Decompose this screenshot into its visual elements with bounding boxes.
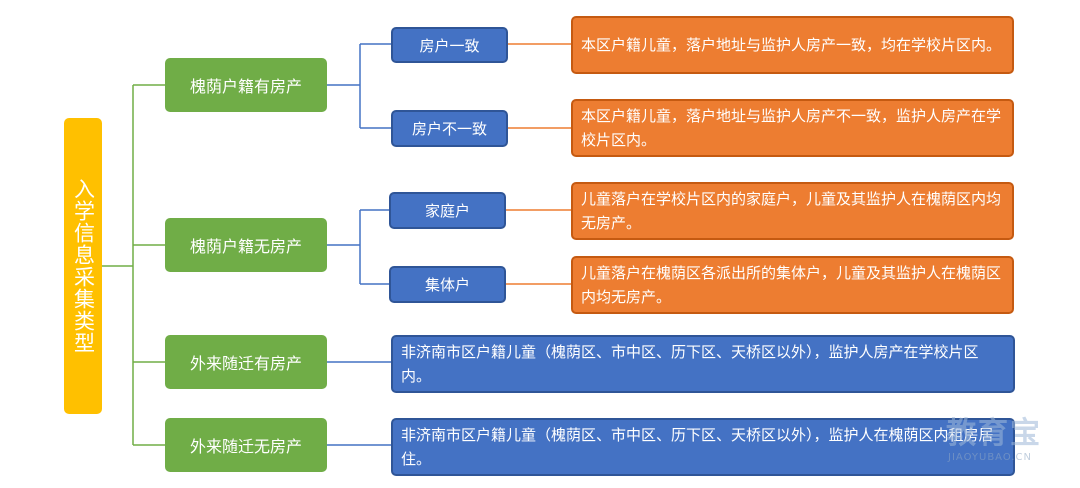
subtype-inconsistent: 房户不一致 — [391, 110, 508, 147]
category-migrant-with-property: 外来随迁有房产 — [165, 335, 327, 389]
subtype-consistent: 房户一致 — [391, 27, 508, 63]
category-huaiyin-with-property: 槐荫户籍有房产 — [165, 58, 327, 112]
desc-inconsistent: 本区户籍儿童，落户地址与监护人房产不一致，监护人房产在学校片区内。 — [571, 99, 1014, 157]
desc-family-household: 儿童落户在学校片区内的家庭户，儿童及其监护人在槐荫区内均无房产。 — [571, 182, 1014, 240]
subtype-collective-household: 集体户 — [389, 266, 506, 303]
desc-migrant-without-property: 非济南市区户籍儿童（槐荫区、市中区、历下区、天桥区以外），监护人在槐荫区内租房居… — [391, 418, 1015, 476]
category-migrant-without-property: 外来随迁无房产 — [165, 418, 327, 472]
desc-consistent: 本区户籍儿童，落户地址与监护人房产一致，均在学校片区内。 — [571, 16, 1014, 74]
watermark-title: 教育宝 — [946, 416, 1042, 451]
desc-migrant-with-property: 非济南市区户籍儿童（槐荫区、市中区、历下区、天桥区以外），监护人房产在学校片区内… — [391, 335, 1015, 393]
watermark-url: JIAOYUBAO.CN — [948, 452, 1032, 463]
watermark-logo: 教育宝 JIAOYUBAO.CN — [938, 408, 1060, 468]
category-huaiyin-without-property: 槐荫户籍无房产 — [165, 218, 327, 272]
root-node: 入学信息采集类型 — [64, 118, 102, 414]
subtype-family-household: 家庭户 — [389, 192, 506, 229]
desc-collective-household: 儿童落户在槐荫区各派出所的集体户，儿童及其监护人在槐荫区内均无房产。 — [571, 256, 1014, 314]
